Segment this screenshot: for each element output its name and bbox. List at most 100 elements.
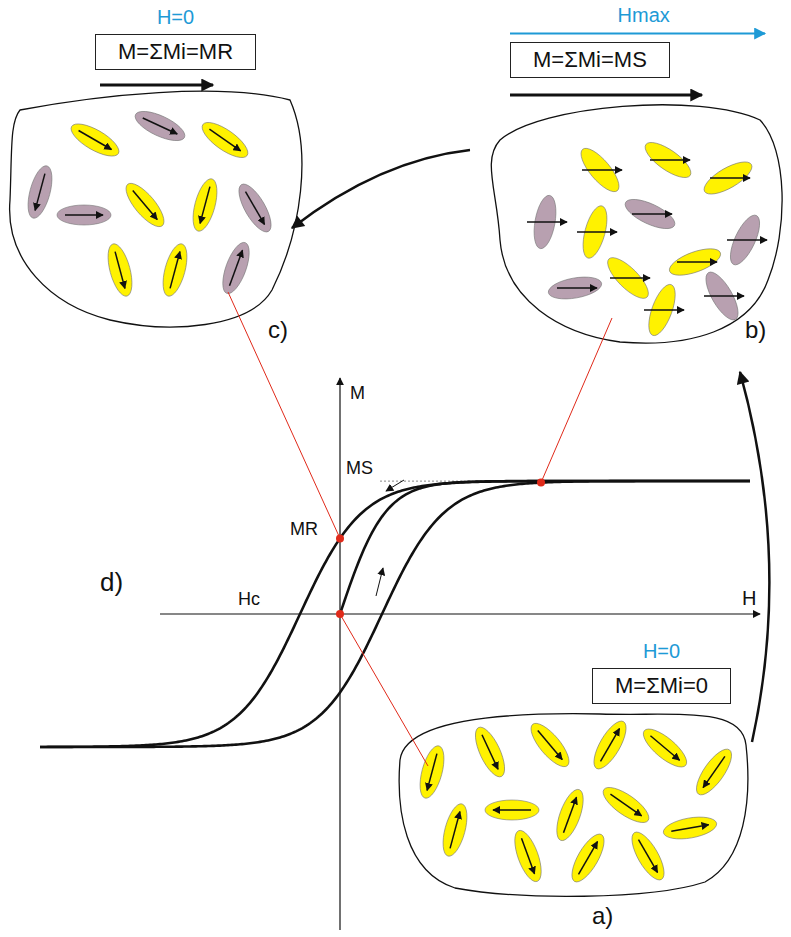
moment-arrow [650,159,690,161]
magnetic-grain [598,781,654,828]
grain-ellipse [566,830,610,887]
moment-arrow [650,736,679,760]
magnetic-grain [509,827,546,885]
state-dot [336,534,344,542]
moment-arrow [564,797,577,833]
grain-ellipse [23,163,56,220]
magnetic-grain [662,813,719,842]
grain-ellipse [509,827,546,885]
moment-arrow [610,794,641,816]
grain-ellipse [598,781,654,828]
leader-line [541,318,612,483]
moment-arrow [538,730,562,759]
moment-arrow [522,838,535,874]
moment-arrow [557,287,597,289]
field-heading: Hmax [510,2,670,28]
grain-ellipse [470,723,511,780]
grain-ellipse [131,106,188,147]
moment-arrow [450,812,460,849]
moment-arrow [582,169,622,171]
grain-ellipse [575,143,625,197]
magnetic-grain [197,116,253,163]
grain-ellipse [551,786,588,844]
magnetic-grain [485,800,539,820]
grain-region-outline [491,105,782,343]
grain-region-outline [399,714,748,897]
arrow-layer [100,34,769,743]
magnetic-grain [551,786,588,844]
grain-ellipse [485,800,539,820]
axis-label: H [742,587,756,610]
moment-arrow [727,239,767,241]
moment-arrow [710,177,750,179]
direction-arrow [376,568,383,596]
leader-line [340,614,428,766]
state-dot [336,610,344,618]
moment-arrow [143,118,177,134]
h-axis [160,613,760,614]
moment-arrow [527,221,567,223]
moment-arrow [133,190,157,219]
grain-ellipse [690,744,737,800]
moment-arrow [671,825,708,832]
grain-ellipse [547,273,604,302]
grain-ellipse [67,118,124,162]
moment-arrow [79,131,112,150]
grain-ellipse [197,116,253,163]
moment-arrow [246,192,265,225]
moment-arrow [493,809,531,811]
grain-ellipse [662,813,719,842]
moment-arrow [632,213,672,215]
grain-layer [23,106,767,887]
grain-ellipse [120,178,170,232]
magnetic-grain [588,717,632,774]
leader-line [228,292,340,538]
magnetization-arrow [510,94,702,97]
field-arrow [510,33,765,35]
grain-ellipse [438,801,471,858]
moment-arrow [35,174,45,211]
hysteresis-curve [40,481,750,747]
grain-ellipse [638,723,692,773]
magnetic-grain [217,239,254,297]
grain-ellipse [626,828,670,885]
grain-ellipse [588,717,632,774]
grain-region-outline [10,91,302,327]
axis-label: M [350,383,365,404]
magnetic-grain [233,180,277,237]
magnetic-grain [626,828,670,885]
grain-ellipse [103,241,136,298]
formula-text: M=ΣMi=0 [592,668,731,704]
grain-ellipse [640,136,696,183]
grain-ellipse [233,180,277,237]
magnetic-grain [23,163,56,220]
panel-letter: b) [745,316,766,344]
moment-arrow [115,252,125,289]
moment-arrow [482,735,498,769]
field-heading: H=0 [592,638,731,664]
formula-text: M=ΣMi=MS [510,42,670,78]
remanence-label: MR [290,519,318,540]
grain-ellipse [602,252,654,304]
process-arrow [292,150,470,228]
process-arrow [740,372,769,742]
moment-arrow [677,261,717,263]
grain-ellipse [525,718,575,772]
magnetic-grain [438,801,471,858]
grain-ellipse [621,194,678,235]
moment-arrow [644,309,684,311]
moment-arrow [577,231,617,233]
magnetic-grain [690,744,737,800]
hysteresis-plot [40,292,760,930]
moment-arrow [704,295,744,297]
direction-arrow [386,480,404,491]
state-dot [537,479,545,487]
moment-arrow [230,250,243,286]
formula-text: M=ΣMi=MR [95,34,256,70]
moment-arrow [579,842,598,875]
moment-arrow [427,754,437,791]
moment-arrow [170,252,180,289]
panel-letter: d) [100,568,123,598]
